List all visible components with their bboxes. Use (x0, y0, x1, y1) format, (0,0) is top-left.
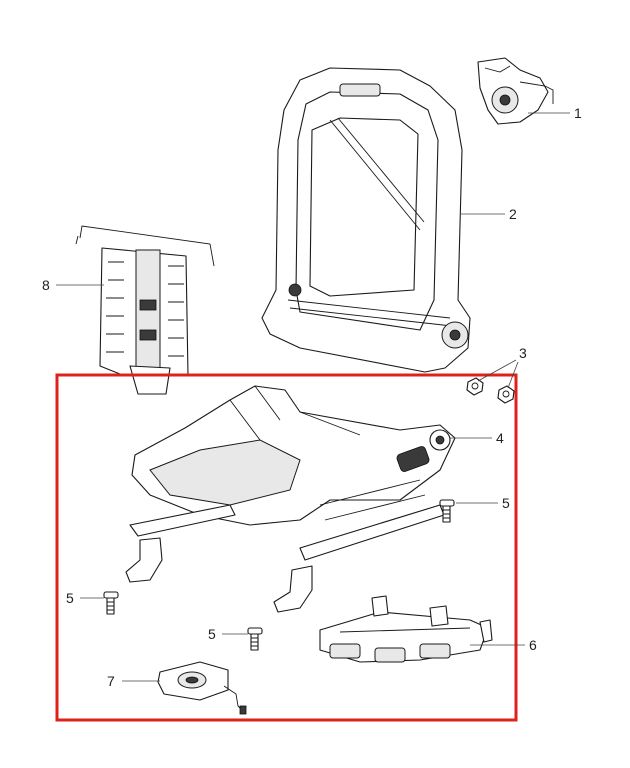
callout-6: 6 (529, 637, 537, 653)
part-5-bolt-right (439, 499, 455, 523)
part-7-motor (157, 661, 247, 715)
callout-5-left: 5 (66, 590, 74, 606)
callout-4: 4 (496, 430, 504, 446)
callout-7: 7 (107, 673, 115, 689)
callout-1: 1 (574, 105, 582, 121)
part-1-recliner-motor (477, 57, 554, 125)
callout-8: 8 (42, 277, 50, 293)
callout-2: 2 (509, 206, 517, 222)
part-6-adjuster-bracket (319, 595, 493, 663)
leader-3a (477, 359, 517, 382)
leader-lines (56, 112, 570, 682)
leader-3b (507, 361, 519, 389)
part-2-seatback-frame (261, 67, 471, 373)
part-3-nuts (466, 377, 515, 404)
part-4-seat-frame-assembly (125, 385, 456, 613)
callout-3: 3 (519, 345, 527, 361)
part-5-bolt-left (103, 591, 119, 615)
part-5-bolt-lower (247, 627, 263, 651)
callout-labels: 1 2 3 4 5 5 5 6 7 8 (42, 105, 582, 689)
highlight-box (55, 373, 518, 722)
part-8-lumbar-support (75, 225, 215, 395)
callout-5-lower: 5 (208, 626, 216, 642)
callout-5-right: 5 (502, 495, 510, 511)
